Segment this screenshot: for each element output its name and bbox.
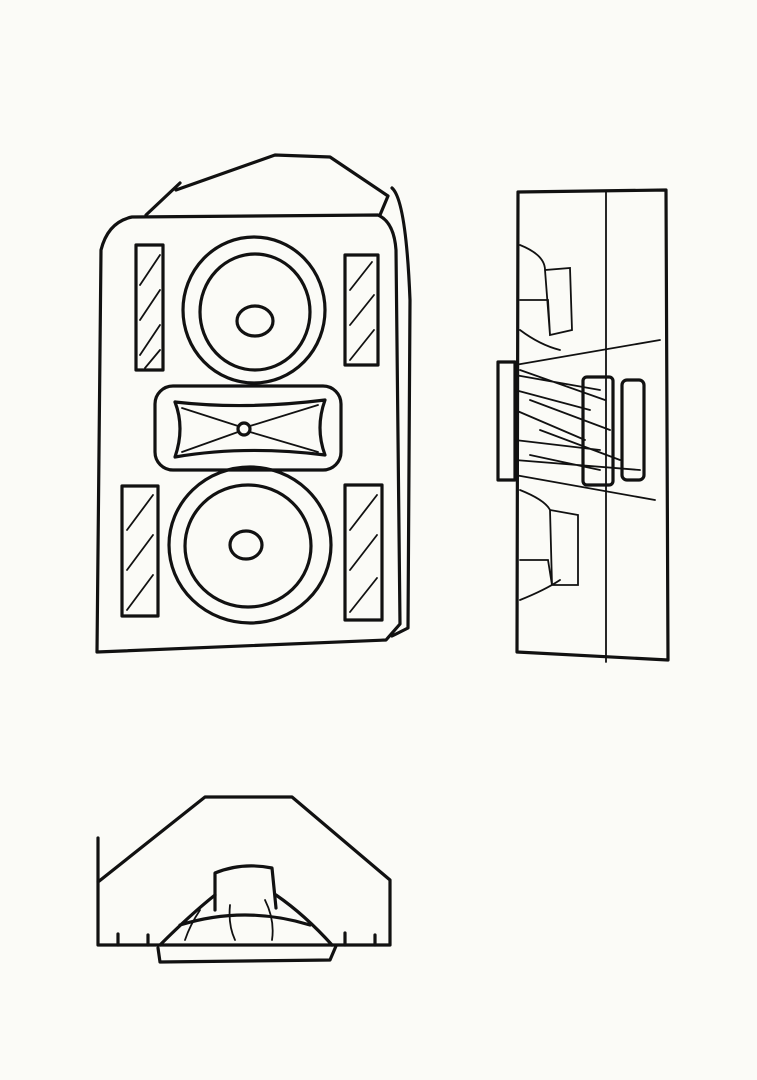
horn-flare — [158, 893, 334, 947]
tweeter-horn — [153, 384, 343, 472]
bottom-ticks — [116, 931, 377, 947]
port-top-left — [134, 243, 165, 372]
bottom-plate — [156, 944, 338, 964]
side-horn-lines — [514, 339, 661, 501]
port-top-right — [343, 253, 380, 367]
side-lower-driver — [519, 489, 579, 601]
side-horn — [496, 360, 517, 482]
side-upper-driver — [519, 244, 573, 351]
side-magnet — [620, 378, 646, 482]
cabinet-top — [144, 153, 390, 217]
side-compression-driver — [581, 375, 615, 487]
side-view — [496, 188, 670, 663]
cabinet-side-edge — [390, 186, 412, 638]
bottom-outline — [96, 795, 392, 947]
bottom-view — [96, 795, 392, 964]
horn-flare-lines — [184, 899, 274, 941]
side-cabinet — [515, 188, 670, 662]
upper-woofer — [181, 235, 327, 385]
lower-woofer — [167, 465, 333, 625]
horn-driver — [213, 864, 278, 912]
front-view — [95, 153, 412, 654]
port-bottom-right — [343, 483, 384, 622]
port-bottom-left — [120, 484, 160, 618]
cabinet-body — [95, 213, 402, 654]
